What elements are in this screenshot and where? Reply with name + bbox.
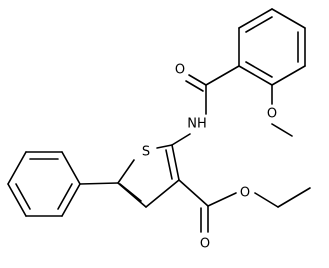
thiophene-sulfur-label: S	[142, 145, 150, 160]
ester-group	[178, 179, 311, 233]
thiophene-ring	[117, 144, 180, 208]
ether-oxygen-label: O	[267, 107, 277, 122]
methoxy-group	[271, 84, 293, 137]
methoxyphenyl-ring	[238, 8, 306, 86]
amide-group	[171, 65, 240, 146]
phenyl-ring	[7, 151, 119, 217]
carbonyl-oxygen-label: O	[200, 237, 210, 252]
ester-oxygen-label: O	[240, 186, 250, 201]
amide-oxygen-label: O	[175, 63, 185, 78]
amide-nh-label: NH	[187, 117, 207, 132]
